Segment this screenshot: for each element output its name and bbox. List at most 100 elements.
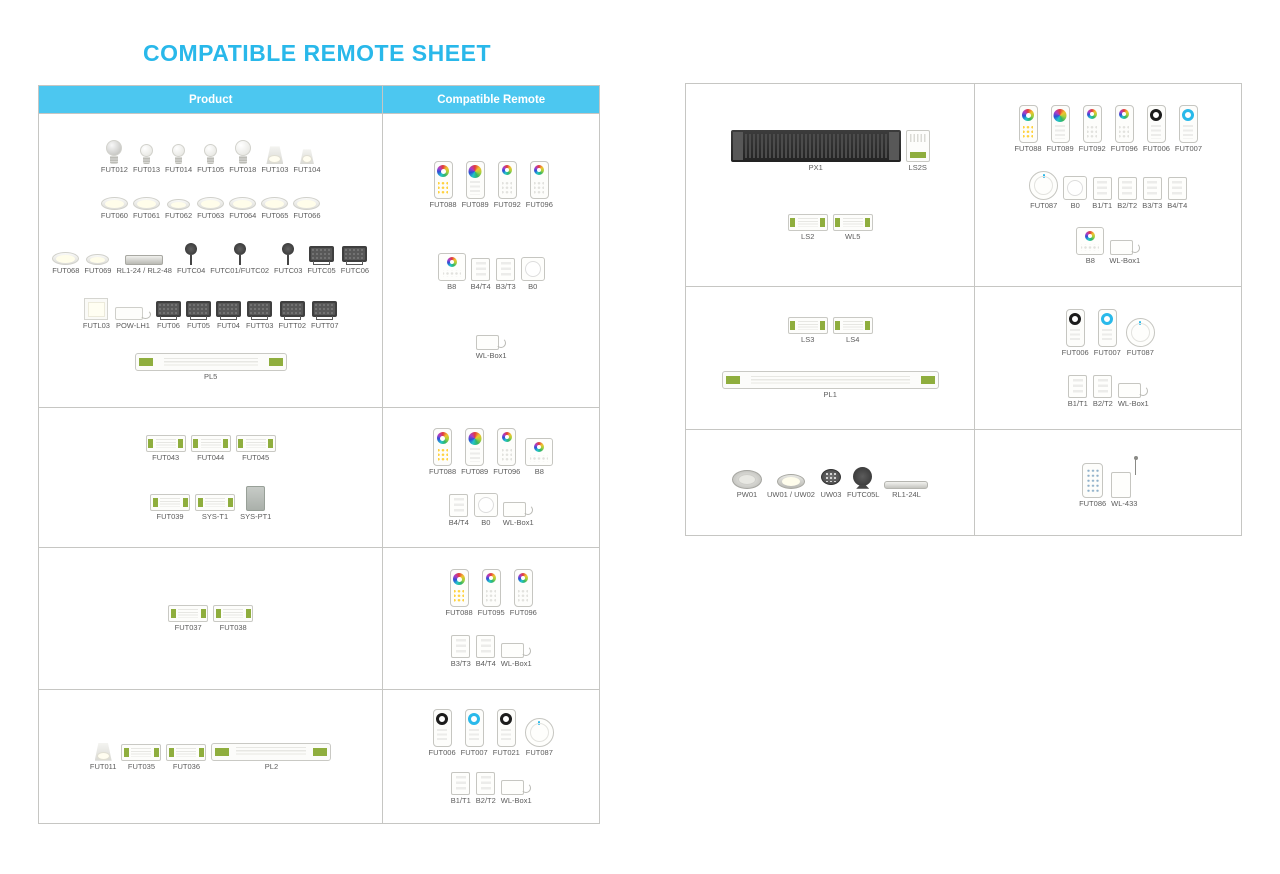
downl-sm-icon (167, 199, 191, 211)
product-item: FUT06 (155, 301, 181, 330)
wlbox-icon (501, 779, 532, 795)
remote-label: FUT006 (428, 747, 456, 757)
remote-label: FUT087 (1126, 347, 1154, 357)
remote-group: WL-Box1 (476, 335, 507, 360)
remote-item: WL-Box1 (1118, 382, 1149, 408)
product-label: FUT014 (165, 165, 193, 175)
product-label: FUT012 (100, 165, 128, 175)
product-item: FUTC06 (341, 246, 369, 275)
remote-touch-icon (465, 161, 485, 200)
remote-label: B1/T1 (450, 795, 471, 805)
bulb-icon (234, 140, 251, 165)
product-label: FUT045 (242, 453, 270, 462)
product-label: FUT061 (132, 211, 161, 221)
remote-dim-icon (432, 708, 452, 747)
remote-wheel-icon (1018, 105, 1038, 144)
wlbox-icon (476, 335, 507, 351)
product-label: UW03 (820, 489, 842, 499)
product-label: FUT062 (165, 211, 193, 221)
remote-item: FUT087 (1125, 317, 1155, 357)
product-label: SYS-T1 (201, 511, 229, 521)
remote-label: B2/T2 (1092, 398, 1113, 408)
uw3-icon (820, 468, 842, 489)
product-label: FUTT07 (311, 321, 339, 331)
remote-label: B4/T4 (470, 282, 491, 292)
b0-icon (1063, 175, 1088, 200)
remote-label: B8 (1085, 256, 1095, 266)
product-label: PL2 (264, 761, 279, 771)
remote-label: B4/T4 (448, 518, 469, 528)
product-item: FUT063 (197, 197, 224, 220)
wallpanel-icon (471, 258, 491, 282)
remote-label: FUT006 (1061, 347, 1089, 357)
product-label: RL1-24L (892, 489, 921, 499)
product-label: FUTC05 (307, 266, 336, 276)
remote-key-icon (529, 161, 549, 200)
remote-label: FUT089 (461, 200, 489, 210)
remote-item: WL-Box1 (503, 502, 534, 527)
remote-label: WL-433 (1111, 498, 1138, 508)
ctrl-icon (832, 317, 873, 335)
product-item: SYS-T1 (195, 493, 236, 521)
bulb-sm-icon (140, 144, 154, 165)
remote-item: FUT007 (1175, 105, 1202, 153)
remote-label: FUT088 (429, 200, 457, 210)
remote-label: WL-Box1 (502, 518, 534, 528)
ctrl-icon (235, 435, 276, 452)
product-label: FUT105 (197, 165, 225, 175)
product-item: FUT043 (145, 435, 186, 462)
ctrl-icon (787, 213, 828, 231)
product-item: PL5 (134, 353, 287, 381)
product-item: FUTC01/FUTC02 (210, 243, 269, 275)
panelb8-icon (525, 438, 554, 467)
page-title: COMPATIBLE REMOTE SHEET (143, 40, 491, 66)
product-label: LS2 (801, 231, 815, 241)
flood-icon (312, 301, 338, 321)
spot-icon (94, 742, 112, 761)
product-label: FUT05 (187, 321, 210, 331)
remote-label: FUT092 (1078, 144, 1106, 154)
remote-item: B2/T2 (1092, 374, 1113, 408)
remote-label: FUT088 (1014, 144, 1042, 154)
flood-icon (185, 301, 211, 321)
product-item: FUT05 (185, 301, 211, 331)
wlbox-icon (503, 502, 534, 518)
px1-icon (730, 129, 901, 162)
product-item: FUTC03 (274, 243, 302, 275)
remote-dim-c-icon (1178, 105, 1198, 144)
product-label: FUT068 (52, 266, 80, 276)
product-item: PW01 (732, 469, 763, 499)
remote-item: FUT096 (493, 428, 520, 476)
product-item: WL5 (832, 213, 873, 241)
product-label: FUT011 (89, 761, 117, 771)
left-table-header-row: Product Compatible Remote (39, 86, 600, 114)
product-label: PL1 (823, 390, 837, 400)
remote-item: FUT006 (428, 708, 456, 757)
product-label: PX1 (808, 162, 823, 172)
product-item: UW03 (820, 468, 842, 499)
remote-wheel-icon (433, 428, 453, 467)
product-item: FUT012 (101, 140, 128, 174)
wlbox-icon (1118, 382, 1149, 398)
product-label: LS3 (801, 335, 815, 345)
product-item: FUT066 (293, 197, 321, 220)
remote-label: FUT086 (1079, 498, 1107, 508)
remote-item: B4/T4 (476, 635, 496, 668)
remote-dim-c-icon (1097, 308, 1117, 347)
product-item: FUT069 (84, 254, 111, 275)
remote-item: B8 (437, 253, 466, 291)
product-item: FUT039 (150, 493, 191, 521)
product-label: FUT013 (132, 165, 161, 175)
remote-label: B0 (528, 282, 538, 292)
remote-key-icon (497, 428, 517, 467)
